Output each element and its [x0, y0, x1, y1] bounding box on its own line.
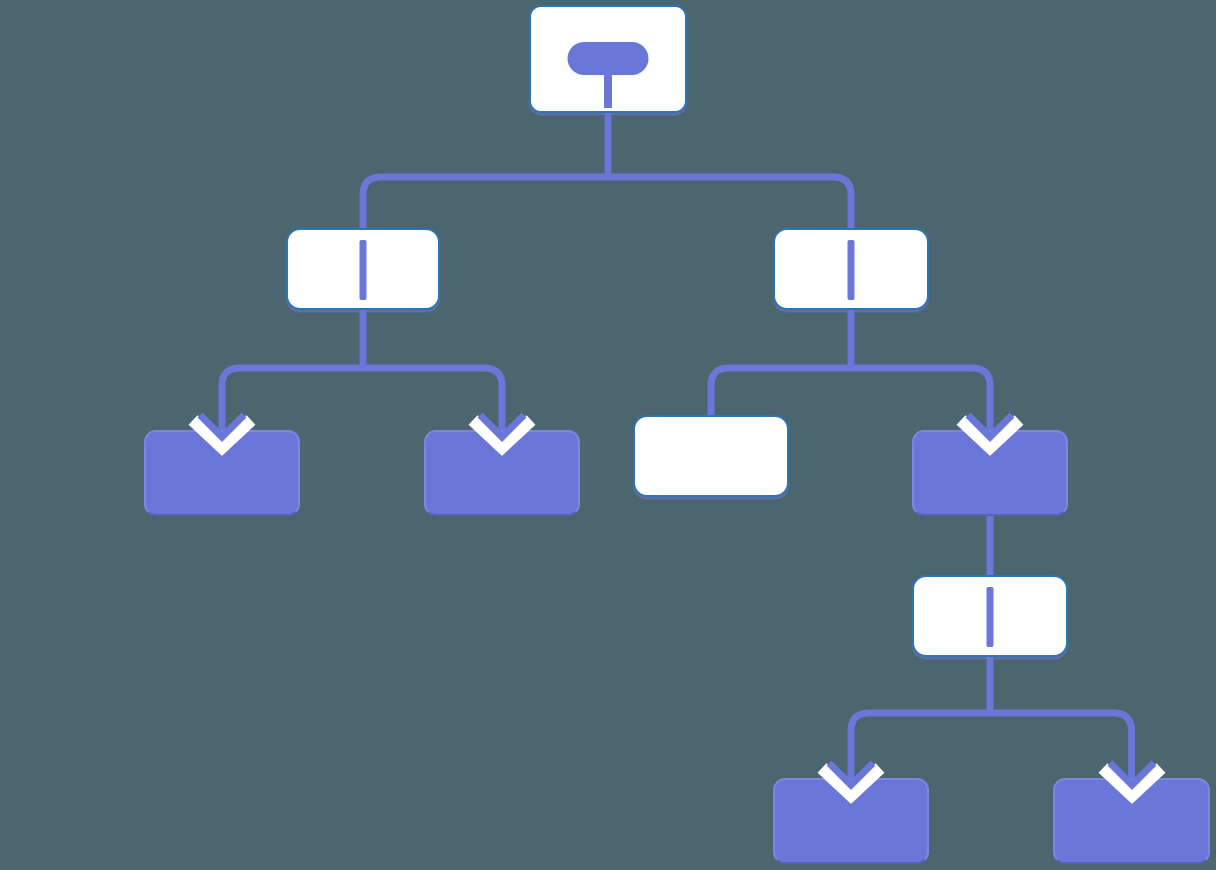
pill-node-icon [567, 42, 649, 75]
plain-node[interactable] [633, 415, 789, 497]
connector-edge-branch-left [218, 310, 506, 436]
leaf-node-4[interactable] [773, 760, 929, 864]
vertical-bar-icon [986, 587, 994, 647]
vertical-bar-icon [847, 240, 855, 300]
leaf-node-3[interactable] [912, 412, 1068, 516]
connector-edge-root [359, 113, 855, 232]
branch-node-bottom[interactable] [912, 575, 1068, 657]
pill-stem-icon [604, 71, 612, 108]
leaf-node-5[interactable] [1053, 760, 1210, 864]
branch-node-left[interactable] [286, 228, 440, 310]
root-node[interactable] [529, 5, 687, 113]
vertical-bar-icon [359, 240, 367, 300]
leaf-node-2[interactable] [424, 412, 580, 516]
branch-node-right[interactable] [773, 228, 929, 310]
connector-edge-branch-right [707, 310, 994, 436]
leaf-node-1[interactable] [144, 412, 300, 516]
connector-edge-mid-right [847, 657, 1135, 784]
